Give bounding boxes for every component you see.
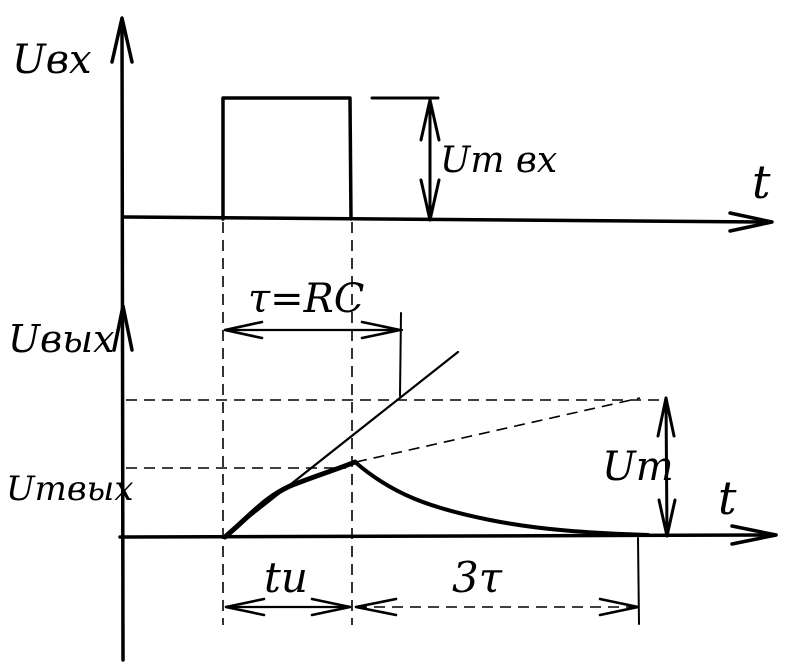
tau-arrow-left <box>223 320 264 340</box>
vertical-axis <box>120 18 125 662</box>
bottom-vertical-axis-arrow <box>112 304 134 352</box>
pulse-width-arrow-right <box>310 597 352 617</box>
top-time-axis <box>122 215 772 224</box>
bottom-time-axis <box>118 533 778 539</box>
top-y-axis-label: Uвх <box>12 37 92 83</box>
output-amplitude-label: Umвых <box>6 469 134 509</box>
bottom-time-axis-arrow <box>730 524 778 546</box>
charging-continuation-dashed <box>355 397 641 463</box>
um-arrow-up <box>656 396 676 438</box>
um-label: Um <box>602 444 674 490</box>
tau-end-tick <box>399 312 402 397</box>
amplitude-label: Um вх <box>440 140 557 181</box>
tau-label: τ=RC <box>248 276 364 322</box>
pulse-width-arrow-left <box>224 597 266 617</box>
top-t-axis-label: t <box>752 155 771 209</box>
output-discharge-curve <box>353 460 650 537</box>
pulse-width-label: tи <box>264 553 308 602</box>
top-time-axis-arrow <box>728 211 774 233</box>
bottom-t-axis-label: t <box>718 471 737 525</box>
input-pulse <box>221 96 353 221</box>
output-charging-curve <box>222 459 358 540</box>
decay-label: 3τ <box>452 553 503 602</box>
amplitude-arrow-up <box>419 98 441 142</box>
decay-end-tick <box>637 537 640 625</box>
decay-arrow-left <box>354 597 398 617</box>
um-marker-line <box>664 396 669 538</box>
bottom-y-axis-label: Uвых <box>8 317 115 361</box>
um-arrow-down <box>657 498 677 538</box>
vertical-axis-arrow-top <box>110 16 134 64</box>
amplitude-arrow-down <box>419 178 441 222</box>
